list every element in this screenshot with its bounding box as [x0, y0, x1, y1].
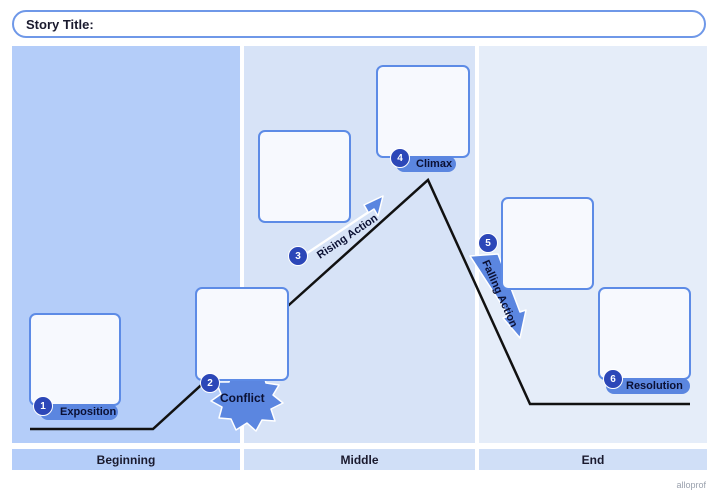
alloprof-logo: alloprof [676, 480, 706, 490]
resolution-text: Resolution [626, 380, 683, 392]
section-label-end: End [479, 449, 707, 470]
step-badge-6: 6 [603, 369, 623, 389]
exposition-box[interactable] [29, 313, 121, 406]
exposition-text: Exposition [60, 406, 117, 418]
falling-action-box[interactable] [501, 197, 594, 290]
exposition-label: Exposition [40, 404, 118, 420]
step-badge-5: 5 [478, 233, 498, 253]
story-title-label: Story Title: [26, 17, 94, 32]
rising-action-box[interactable] [258, 130, 351, 223]
resolution-box[interactable] [598, 287, 691, 380]
step-badge-3: 3 [288, 246, 308, 266]
plot-line [30, 177, 690, 431]
conflict-box[interactable] [195, 287, 289, 381]
climax-text: Climax [416, 158, 453, 170]
climax-box[interactable] [376, 65, 470, 158]
step-badge-1: 1 [33, 396, 53, 416]
rising-action-arrow [301, 195, 384, 257]
conflict-burst [210, 367, 284, 432]
conflict-label: Conflict [220, 391, 265, 405]
section-label-middle: Middle [244, 449, 475, 470]
climax-label: Climax [396, 156, 456, 172]
resolution-label: Resolution [606, 378, 690, 394]
story-title-field[interactable]: Story Title: [12, 10, 706, 38]
section-label-beginning: Beginning [12, 449, 240, 470]
step-badge-4: 4 [390, 148, 410, 168]
step-badge-2: 2 [200, 373, 220, 393]
